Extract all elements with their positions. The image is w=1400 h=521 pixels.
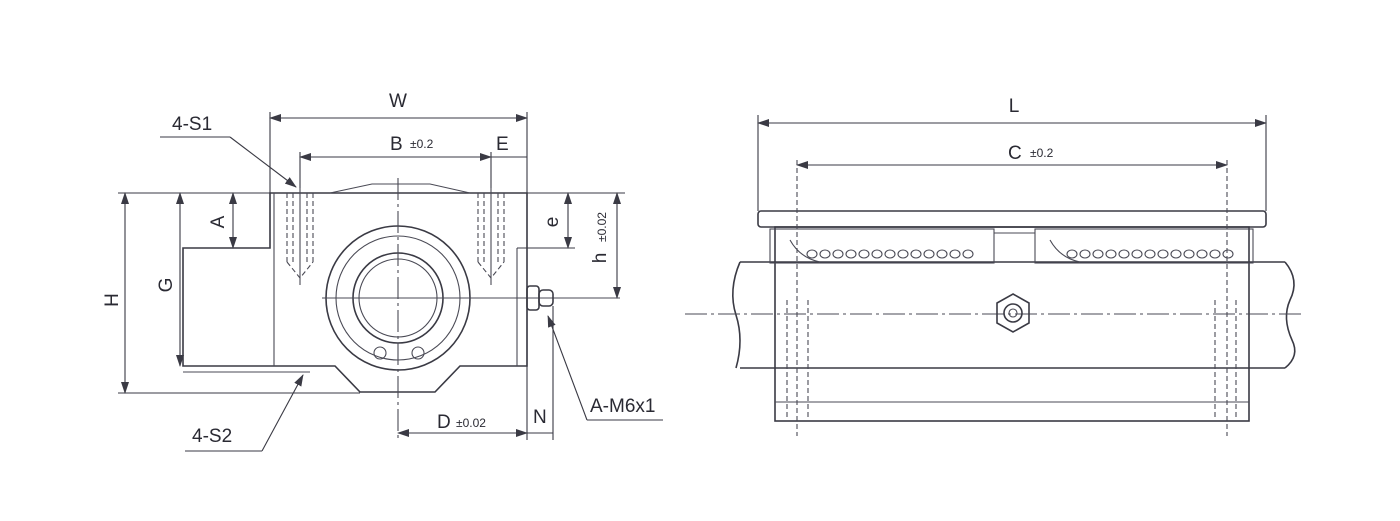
leader-thread	[547, 315, 588, 421]
housing-body	[774, 226, 1250, 422]
dimension-B-label: B	[390, 134, 403, 155]
dimension-B-tolerance: ±0.2	[410, 137, 434, 151]
grease-nipple-hex	[996, 293, 1030, 333]
side-view	[685, 210, 1305, 422]
bearing-ball	[897, 249, 909, 259]
dimension-H-label: H	[102, 293, 123, 307]
dimension-h-label: h	[590, 253, 611, 264]
dimension-G-label: G	[156, 278, 177, 293]
bearing-ball	[871, 249, 883, 259]
dimension-W-label: W	[389, 91, 407, 112]
bearing-ball	[1079, 249, 1091, 259]
side-view-dimensions: L C ±0.2	[757, 96, 1267, 436]
dimension-D-label: D	[437, 412, 451, 433]
label-4-S2: 4-S2	[192, 426, 232, 447]
shaft-break-right	[1284, 261, 1296, 369]
screw-hole-left	[373, 346, 387, 360]
dimension-C-label: C	[1008, 143, 1022, 164]
bearing-ball	[936, 249, 948, 259]
ball-track-right	[1034, 228, 1254, 264]
bearing-ball	[1222, 249, 1234, 259]
bearing-ball	[1105, 249, 1117, 259]
bearing-ball	[884, 249, 896, 259]
dimension-D-tolerance: ±0.02	[456, 416, 486, 430]
bearing-ball	[1131, 249, 1143, 259]
label-thread: A-M6x1	[590, 396, 655, 417]
shaft	[740, 261, 1285, 369]
housing-top-plate	[757, 210, 1267, 228]
bearing-ball	[1209, 249, 1221, 259]
dimension-L-label: L	[1009, 96, 1020, 117]
bearing-ball	[845, 249, 857, 259]
front-view	[182, 178, 620, 440]
bearing-ball	[819, 249, 831, 259]
ball-track-left	[769, 228, 1035, 264]
bearing-ball	[806, 249, 818, 259]
bearing-ball	[832, 249, 844, 259]
dimension-A-label: A	[208, 215, 229, 228]
dimension-h-tolerance: ±0.02	[595, 212, 609, 242]
bearing-ball	[923, 249, 935, 259]
top-bump	[329, 183, 471, 194]
mounting-hole-right	[477, 188, 505, 285]
mounting-hole-left	[286, 188, 314, 285]
bearing-ball	[1118, 249, 1130, 259]
housing-outline	[182, 192, 528, 393]
bearing-ball	[858, 249, 870, 259]
bearing-ball	[1144, 249, 1156, 259]
screw-hole-right	[411, 346, 425, 360]
dimension-e-label: e	[542, 217, 563, 228]
grease-nipple	[526, 285, 554, 311]
dimension-C-tolerance: ±0.2	[1030, 146, 1054, 160]
leader-S1	[229, 136, 297, 188]
bearing-ball	[1183, 249, 1195, 259]
label-4-S1: 4-S1	[172, 114, 212, 135]
dimension-N-label: N	[533, 407, 547, 428]
bearing-ball	[1066, 249, 1078, 259]
bearing-ball	[1170, 249, 1182, 259]
bearing-ball	[1092, 249, 1104, 259]
bearing-ball	[949, 249, 961, 259]
shaft-break-left	[732, 261, 741, 369]
bearing-ball	[1196, 249, 1208, 259]
bearing-ball	[1157, 249, 1169, 259]
bearing-ball	[910, 249, 922, 259]
leader-S2	[261, 374, 304, 452]
dimension-E-label: E	[496, 134, 509, 155]
front-view-dimensions: W B ±0.2 E 4-S1 H G A h ±0.02 e	[102, 91, 663, 452]
bearing-ball	[962, 249, 974, 259]
